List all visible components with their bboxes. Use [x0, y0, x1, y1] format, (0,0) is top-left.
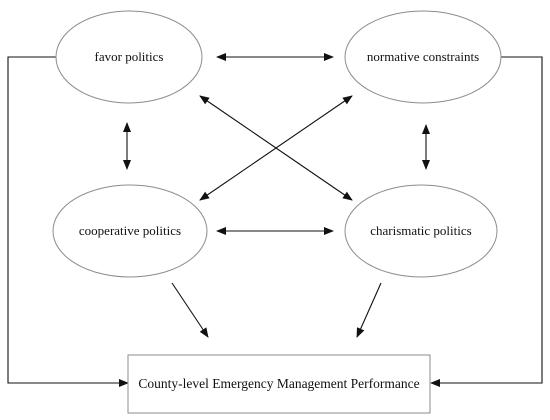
edge-cooperative-to-outcome [171, 282, 209, 338]
outcome-box-label: County-level Emergency Management Perfor… [138, 376, 419, 391]
node-charismatic-politics-label: charismatic politics [370, 223, 471, 238]
edge-normative-cooperative [199, 95, 353, 201]
edge-charismatic-to-outcome [356, 282, 382, 338]
outcome-box: County-level Emergency Management Perfor… [127, 354, 431, 414]
outcome-box-shape [127, 354, 431, 414]
node-favor-politics-label: favor politics [95, 49, 164, 64]
node-normative-constraints-shape [344, 10, 502, 104]
node-cooperative-politics-label: cooperative politics [79, 223, 181, 238]
node-charismatic-politics: charismatic politics [344, 184, 498, 278]
node-normative-constraints-label: normative constraints [367, 49, 479, 64]
node-charismatic-politics-shape [344, 184, 498, 278]
node-favor-politics: favor politics [55, 10, 203, 104]
node-cooperative-politics: cooperative politics [52, 184, 208, 278]
node-favor-politics-shape [55, 10, 203, 104]
edge-favor-to-outcome [7, 56, 129, 387]
node-normative-constraints: normative constraints [344, 10, 502, 104]
node-cooperative-politics-shape [52, 184, 208, 278]
edge-normative-to-outcome [430, 56, 543, 387]
